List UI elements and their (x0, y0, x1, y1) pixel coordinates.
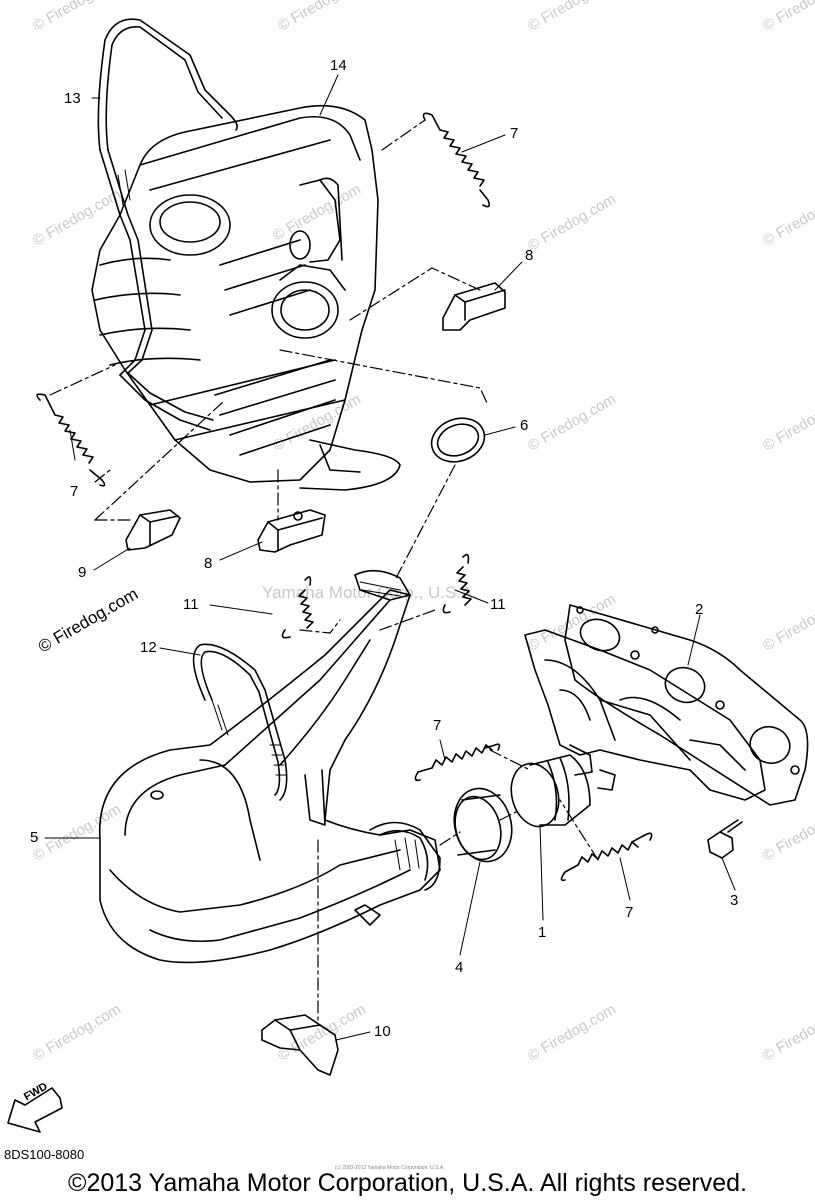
callout-6: 6 (520, 417, 529, 434)
callout-11: 11 (183, 596, 199, 613)
callout-3: 3 (730, 892, 739, 909)
callout-8: 8 (204, 555, 213, 572)
leader-lines (44, 74, 736, 1041)
joint-part-4 (453, 787, 513, 863)
callout-2: 2 (695, 601, 704, 618)
spring-part-11-right (442, 553, 472, 614)
callout-12: 12 (140, 639, 157, 656)
callout-8: 8 (525, 247, 534, 264)
diagram-code: 8DS100-8080 (4, 1147, 85, 1162)
callout-13: 13 (64, 90, 81, 107)
mount-part-8-lower (257, 509, 326, 553)
callout-7: 7 (510, 125, 519, 142)
tiny-copyright: (c) 2003-2013 Yamaha Motor Corporation, … (335, 1165, 445, 1171)
mount-part-9 (125, 509, 181, 551)
fwd-arrow-icon (7, 1087, 63, 1133)
callout-10: 10 (374, 1023, 391, 1040)
callout-7: 7 (70, 483, 79, 500)
copyright-notice: ©2013 Yamaha Motor Corporation, U.S.A. A… (68, 1169, 747, 1197)
spring-part-7-left (36, 393, 106, 487)
callout-4: 4 (455, 959, 464, 976)
callout-14: 14 (330, 57, 347, 74)
callout-1: 1 (538, 924, 547, 941)
callout-11: 11 (490, 596, 506, 613)
assembly-lines (49, 119, 599, 1021)
spring-part-7-lower (560, 832, 653, 882)
strap-part-12 (192, 643, 288, 801)
muffler-part-14 (91, 104, 401, 491)
bolt-part-3 (707, 819, 743, 859)
callout-7: 7 (433, 717, 442, 734)
callout-7: 7 (625, 904, 634, 921)
expansion-chamber-part-5 (98, 569, 441, 964)
joint-part-1 (510, 754, 591, 828)
callout-5: 5 (30, 829, 39, 846)
spring-part-11-left (281, 576, 314, 639)
mount-part-10 (261, 1014, 339, 1076)
exhaust-manifold (524, 629, 766, 801)
mount-part-8-upper (442, 282, 506, 331)
callout-9: 9 (78, 564, 87, 581)
spring-part-7-upper (422, 112, 490, 208)
gasket-part-6 (430, 417, 486, 463)
strap-part-13 (97, 18, 238, 431)
gasket-part-2 (564, 604, 809, 806)
spring-part-7-middle (414, 743, 501, 782)
